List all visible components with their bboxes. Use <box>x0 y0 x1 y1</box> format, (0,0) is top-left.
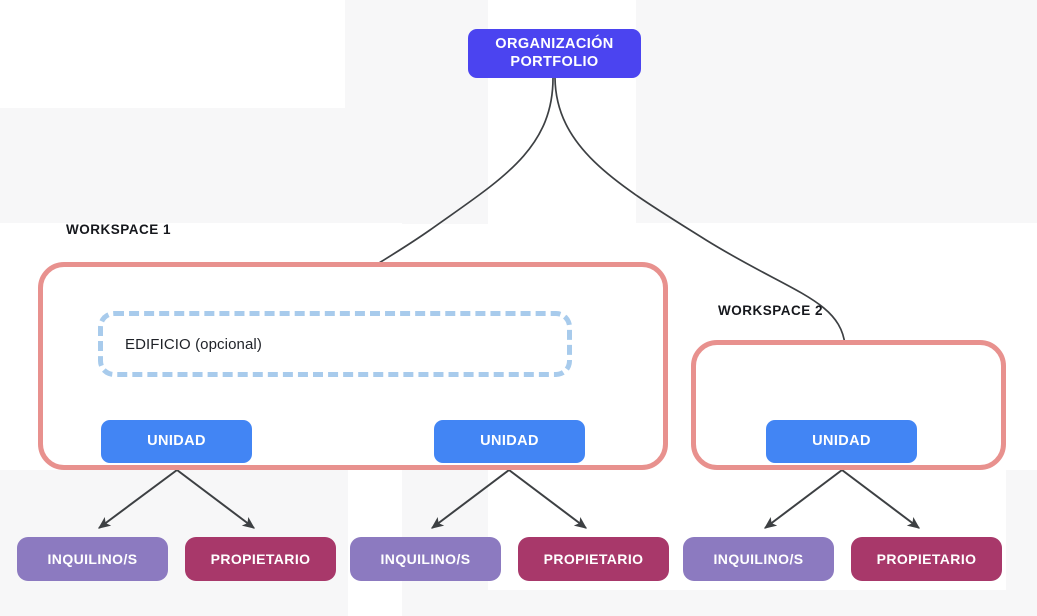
background-band <box>345 0 402 108</box>
node-inquilinos-1-label: INQUILINO/S <box>47 550 138 567</box>
node-organizacion-line-2: PORTFOLIO <box>510 53 599 70</box>
node-unidad-2[interactable]: UNIDAD <box>434 420 585 463</box>
background-band <box>636 108 1037 223</box>
node-edificio-opcional[interactable]: EDIFICIO (opcional) <box>98 311 572 377</box>
node-propietario-1-label: PROPIETARIO <box>210 550 311 567</box>
edge-unit2-to-owner <box>508 469 587 529</box>
background-band <box>1006 0 1037 108</box>
node-propietario-2-label: PROPIETARIO <box>543 550 644 567</box>
background-band <box>262 108 402 223</box>
node-inquilinos-2-label: INQUILINO/S <box>380 550 471 567</box>
node-unidad-3-label: UNIDAD <box>812 432 871 449</box>
edge-unit2-to-tenant <box>431 469 510 529</box>
edge-unit3-to-owner <box>841 469 920 529</box>
workspace-2-label: WORKSPACE 2 <box>718 303 824 318</box>
background-band <box>1006 470 1037 616</box>
node-propietario-2[interactable]: PROPIETARIO <box>518 537 669 581</box>
background-band <box>488 590 1037 616</box>
node-propietario-3-label: PROPIETARIO <box>876 550 977 567</box>
node-inquilinos-3[interactable]: INQUILINO/S <box>683 537 834 581</box>
edge-unit1-to-tenant <box>98 469 178 529</box>
node-organizacion-line-1: ORGANIZACIÓN <box>495 36 614 53</box>
background-band <box>636 0 1006 108</box>
node-unidad-1[interactable]: UNIDAD <box>101 420 252 463</box>
node-unidad-2-label: UNIDAD <box>480 432 539 449</box>
edge-unit1-to-owner <box>176 469 255 529</box>
node-organizacion-portfolio[interactable]: ORGANIZACIÓN PORTFOLIO <box>468 29 641 78</box>
node-propietario-1[interactable]: PROPIETARIO <box>185 537 336 581</box>
node-inquilinos-3-label: INQUILINO/S <box>713 550 804 567</box>
background-band <box>0 108 262 223</box>
node-inquilinos-2[interactable]: INQUILINO/S <box>350 537 501 581</box>
node-unidad-1-label: UNIDAD <box>147 432 206 449</box>
node-edificio-label: EDIFICIO (opcional) <box>125 335 262 353</box>
node-inquilinos-1[interactable]: INQUILINO/S <box>17 537 168 581</box>
node-propietario-3[interactable]: PROPIETARIO <box>851 537 1002 581</box>
edge-unit3-to-tenant <box>764 469 843 529</box>
workspace-1-label: WORKSPACE 1 <box>66 222 172 237</box>
node-unidad-3[interactable]: UNIDAD <box>766 420 917 463</box>
